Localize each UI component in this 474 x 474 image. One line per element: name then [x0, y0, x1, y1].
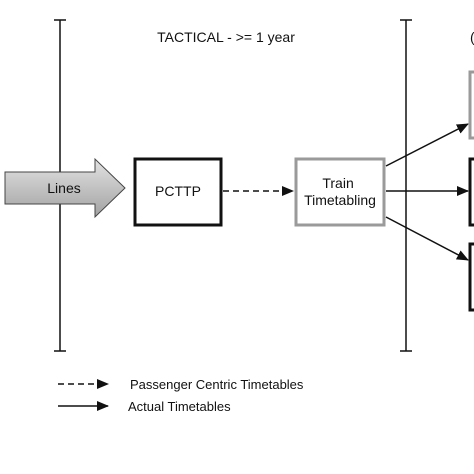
train-timetabling-label: Train Timetabling [304, 175, 376, 208]
train-timetabling-line-1: Train [322, 175, 353, 191]
train-timetabling-box [294, 157, 386, 227]
right-box-top-partial [468, 70, 474, 140]
right-heading-fragment-glyph: ( [470, 29, 474, 45]
lines-block-arrow [4, 157, 126, 219]
solid-arrow-down [385, 216, 469, 261]
right-box-bottom-partial [468, 242, 474, 312]
legend-solid-label: Actual Timetables [128, 399, 231, 414]
legend-dashed-label: Passenger Centric Timetables [130, 377, 304, 392]
right-timeline-bar [400, 19, 412, 352]
solid-arrow-up [385, 123, 469, 167]
pcttp-label: PCTTP [155, 183, 201, 199]
section-title: TACTICAL - >= 1 year [157, 29, 295, 45]
right-box-middle-partial [468, 157, 474, 227]
train-timetabling-line-2: Timetabling [304, 192, 376, 208]
pcttp-box [133, 157, 223, 227]
lines-label: Lines [47, 180, 80, 196]
